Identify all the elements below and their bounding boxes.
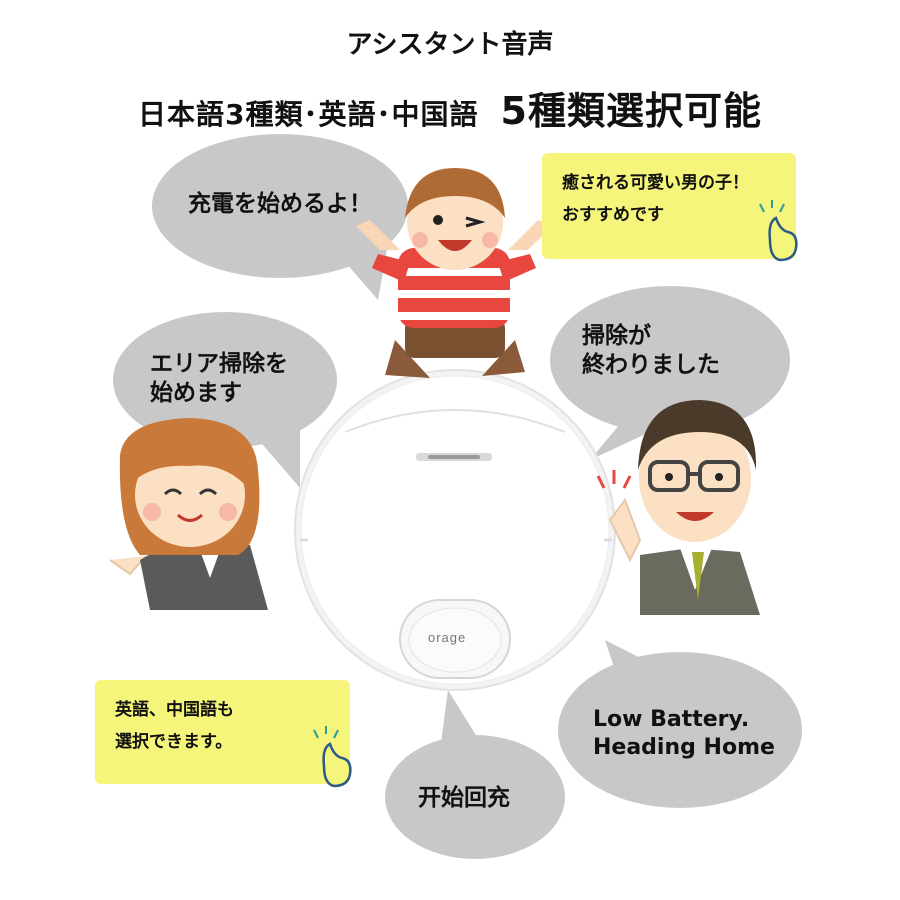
woman-illustration [109, 418, 268, 610]
thumbs-up-icon [759, 200, 798, 262]
headline-assistant-voice: アシスタント音声 [346, 30, 554, 60]
bubble-area-text: エリア掃除を 始めます [150, 350, 288, 408]
note-boy-line2: おすすめです [562, 205, 664, 226]
bubble-clean-text: 掃除が 終わりました [582, 322, 720, 380]
boy-illustration [356, 168, 552, 378]
bubble-lowbattery-text: Low Battery. Heading Home [593, 706, 775, 761]
bubble-area-line1: エリア掃除を [150, 351, 288, 377]
bubble-charge [152, 134, 408, 300]
bubble-clean-line1: 掃除が [582, 323, 651, 349]
bubble-clean-line2: 終わりました [582, 351, 720, 378]
man-pointing-hand [608, 497, 642, 563]
headline-languages-main: 日本語3種類･英語･中国語 [138, 98, 479, 131]
bubble-lowbattery-line2: Heading Home [593, 734, 775, 760]
bubble-low-battery [558, 640, 802, 808]
bubble-area-clean [113, 312, 337, 488]
robot-brand-logo: orage [428, 630, 467, 645]
bubble-lowbattery-line1: Low Battery. [593, 707, 750, 732]
bubble-area-line2: 始めます [150, 379, 242, 406]
note-lang-line1: 英語、中国語も [115, 700, 234, 720]
note-boy-voice: 癒される可愛い男の子！ おすすめです [542, 153, 796, 259]
bubble-charge-text: 充電を始めるよ！ [188, 191, 372, 217]
note-lang-line2: 選択できます。 [115, 732, 233, 753]
man-illustration [596, 400, 760, 615]
bubble-chinese [385, 690, 565, 859]
robot-vacuum [294, 369, 616, 691]
note-language-options: 英語、中国語も 選択できます。 [95, 680, 350, 784]
bubble-chinese-text: 开始回充 [418, 785, 510, 811]
headline-languages: 日本語3種類･英語･中国語 5種類選択可能 [0, 80, 900, 135]
headline-languages-count: 5種類選択可能 [500, 89, 762, 133]
note-boy-line1: 癒される可愛い男の子！ [562, 173, 749, 193]
thumbs-up-icon-2 [313, 726, 352, 788]
